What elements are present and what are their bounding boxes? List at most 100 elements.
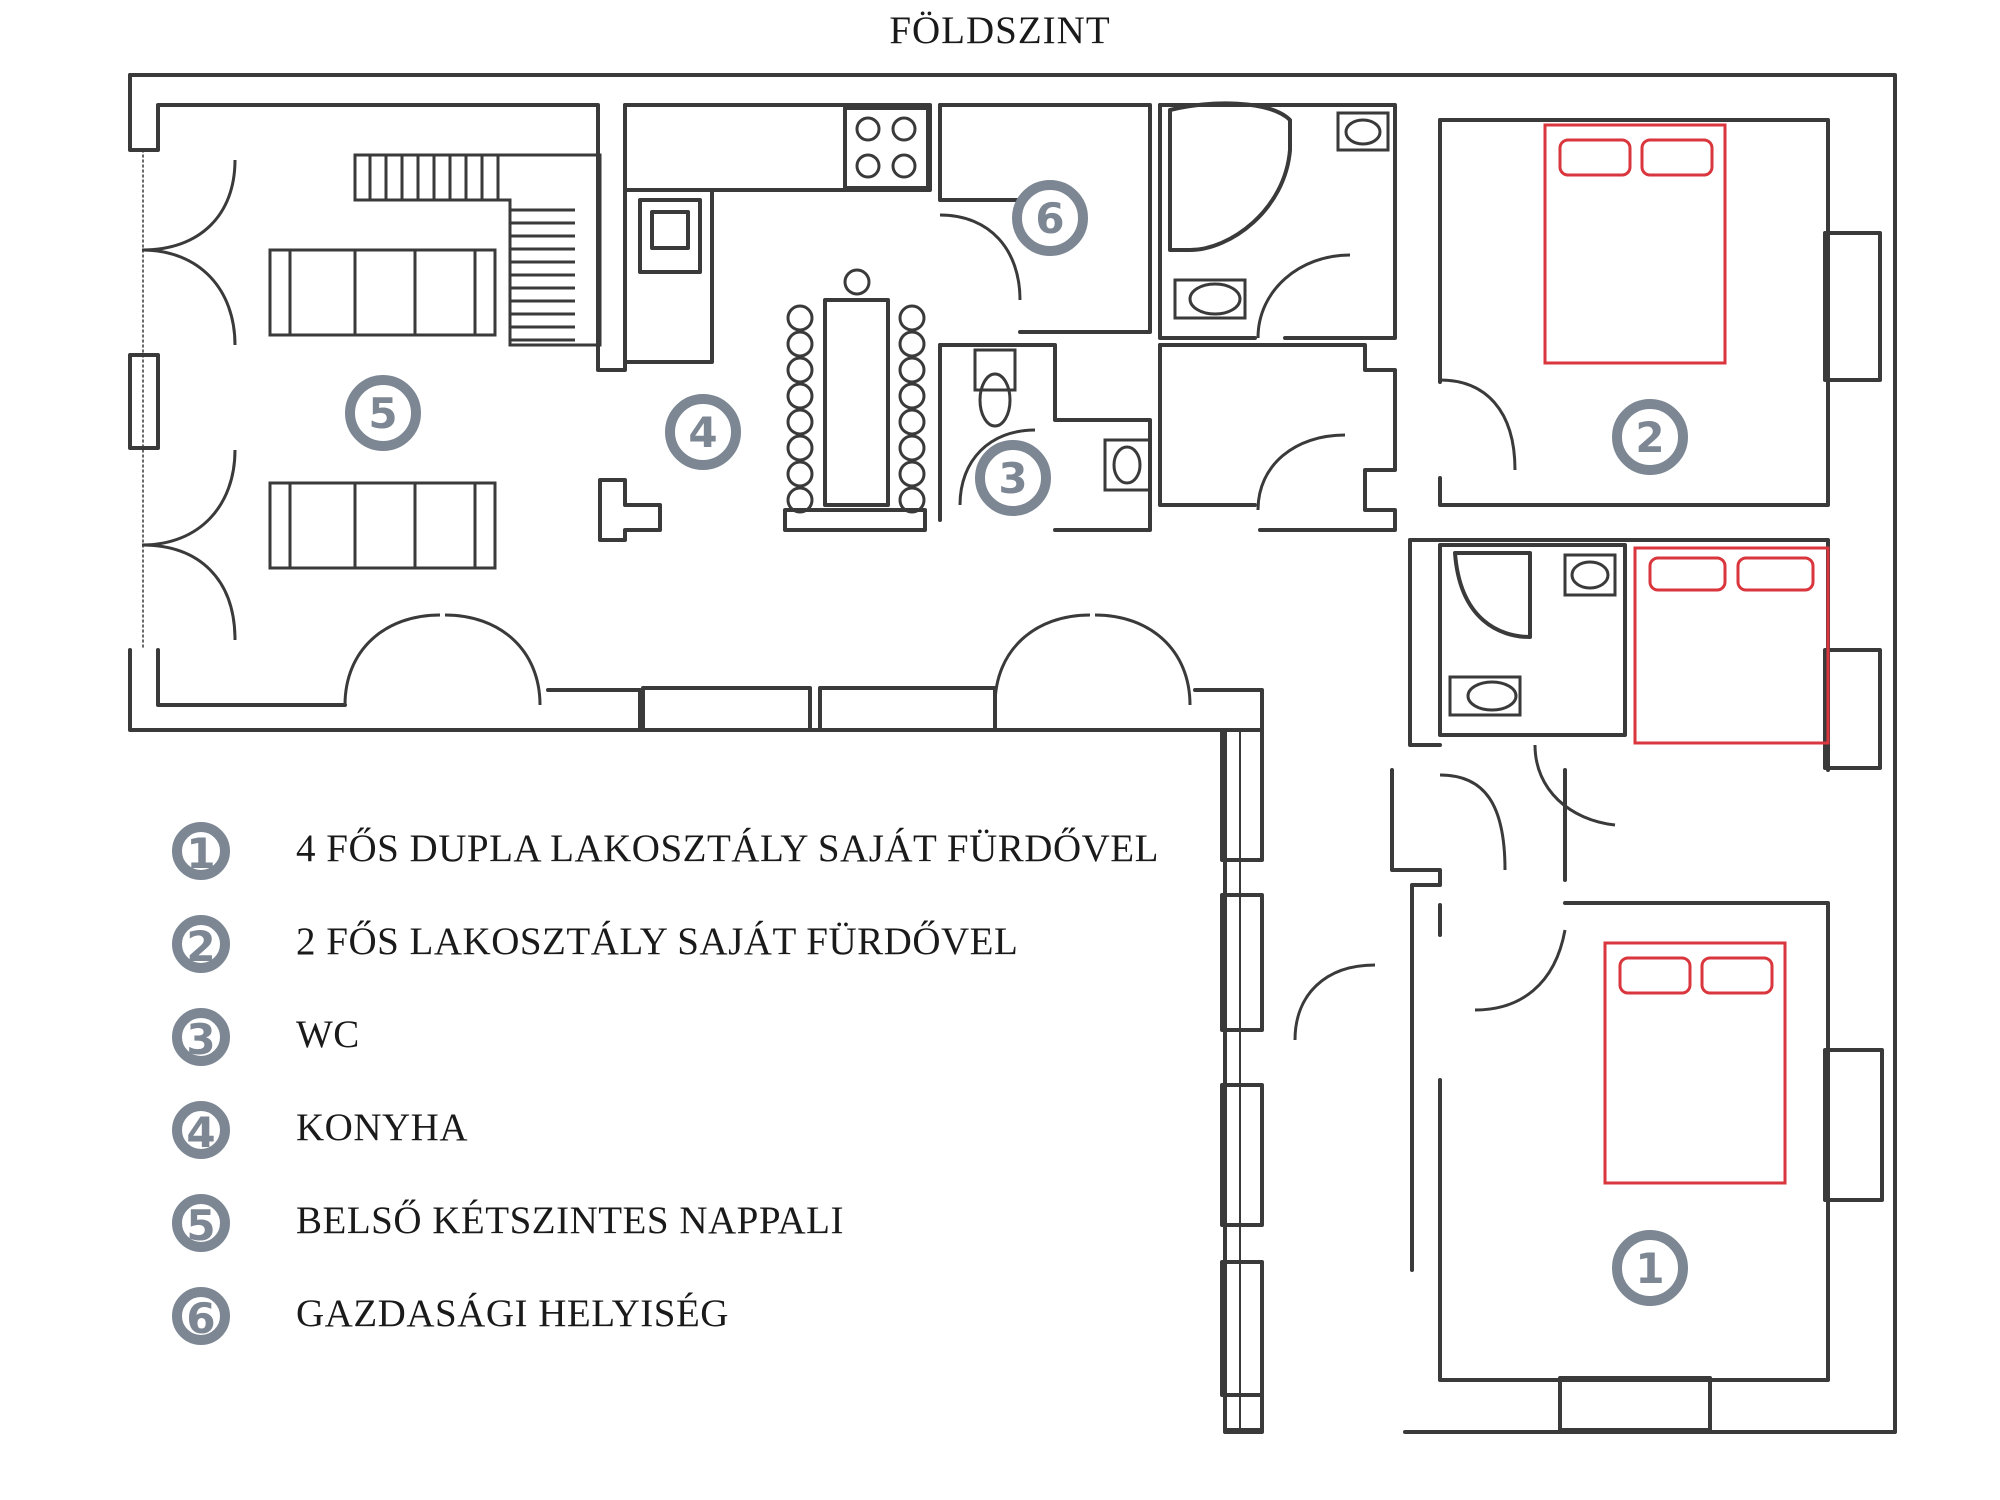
door-hallway-mid [1256,433,1346,511]
room-6-marker: 6 [1012,180,1088,256]
toilet-wc-bowl [978,372,1012,428]
basin-bath-mid-bowl [1570,560,1610,590]
legend-badge: 1 [172,822,230,880]
door-corridor [1293,963,1376,1041]
legend-number: 6 [186,1294,216,1343]
corridor-east-wall [1390,768,1442,1272]
legend-number: 4 [186,1108,216,1157]
basin-wc-bowl [1112,445,1142,485]
south-window-1 [546,688,642,732]
bedroom-2-window [1823,231,1882,382]
bed-room-3-pillow-left [1648,556,1727,592]
legend-number: 3 [186,1015,216,1064]
kitchen-counter [623,103,932,192]
legend-label: 4 FŐS DUPLA LAKOSZTÁLY SAJÁT FÜRDŐVEL [296,827,1159,870]
legend-badge: 5 [172,1194,230,1252]
bedroom-3-window [1823,648,1882,770]
bedroom-1-window-south [1558,1376,1712,1432]
corridor-end [1223,1393,1264,1434]
kitchen-island [598,478,662,542]
door-south-2 [444,613,542,706]
room-marker-number: 2 [1635,413,1664,462]
corridor-window-3 [1220,1083,1264,1227]
corridor-window-1 [1220,728,1264,862]
bedroom-2-wall [1438,118,1830,507]
corridor-window-4 [1220,1260,1264,1397]
wall-west-window [128,353,160,450]
legend-number: 5 [186,1201,216,1250]
bed-room-1-pillow-right [1700,956,1774,995]
dining-chair [898,486,926,514]
legend-item: 5 BELSŐ KÉTSZINTES NAPPALI [170,1190,1170,1283]
room-marker-number: 1 [1635,1244,1664,1293]
dining-chair [843,268,871,296]
utility-room-west [938,103,1022,202]
page-title: FÖLDSZINT [889,9,1111,52]
toilet-bath-mid [1448,675,1522,717]
legend-label: GAZDASÁGI HELYISÉG [296,1292,729,1335]
sofa-top [268,248,497,337]
dining-chair [786,330,814,358]
bed-room-2-pillow-left [1558,138,1632,177]
bathroom-top [1158,103,1397,340]
room-3-marker: 3 [975,440,1051,516]
room-1-marker: 1 [1612,1230,1688,1306]
legend-badge: 6 [172,1287,230,1345]
legend-badge: 3 [172,1008,230,1066]
bed-room-1-pillow-left [1618,956,1692,995]
room-4-marker: 4 [665,394,741,470]
legend-badge: 4 [172,1101,230,1159]
door-bedroom-3 [1439,773,1507,871]
dining-chair [898,382,926,410]
kitchen-sink [638,198,702,274]
toilet-wc [973,348,1017,392]
dining-chair [786,486,814,514]
door-bathroom-mid [1533,744,1616,827]
corridor-east-room [1438,901,1830,1382]
basin-bath-top-bowl [1344,118,1382,146]
room-5-marker: 5 [345,375,421,451]
legend-label: KONYHA [296,1106,468,1149]
legend: 1 4 FŐS DUPLA LAKOSZTÁLY SAJÁT FÜRDŐVEL 2 2… [170,818,1170,1376]
bed-room-2-pillow-right [1640,138,1714,177]
legend-item: 1 4 FŐS DUPLA LAKOSZTÁLY SAJÁT FÜRDŐVEL [170,818,1170,911]
room-marker-number: 4 [688,408,717,457]
dining-chair [898,356,926,384]
door-west-3 [141,543,237,641]
dining-chair [786,460,814,488]
bed-room-3-pillow-right [1736,556,1815,592]
door-west-1 [141,248,237,346]
hallway-mid-west [1158,343,1257,507]
room-marker-number: 5 [368,389,397,438]
legend-label: 2 FŐS LAKOSZTÁLY SAJÁT FÜRDŐVEL [296,920,1019,963]
south-window-2 [641,686,812,732]
toilet-bath-top [1173,278,1247,320]
door-utility [939,213,1022,301]
stairs-outline [353,153,602,347]
kitchen-bar [783,508,927,532]
legend-number: 2 [186,922,216,971]
room-marker-number: 3 [998,454,1027,503]
bedroom-3-west [1408,538,1442,747]
corridor-window-2 [1220,893,1264,1032]
room-marker-number: 6 [1035,194,1064,243]
door-south-4 [1094,613,1192,706]
kitchen-sink-inner [650,210,690,250]
basin-wc [1103,438,1152,492]
door-west-2 [141,159,237,252]
dining-chair [786,408,814,436]
bed-room-3 [1633,546,1830,745]
dining-chair [786,434,814,462]
dining-chair [898,304,926,332]
bathroom-mid [1438,543,1627,737]
legend-label: BELSŐ KÉTSZINTES NAPPALI [296,1199,844,1242]
outer-wall-south-left [156,648,347,707]
dining-chair [786,356,814,384]
legend-item: 6 GAZDASÁGI HELYISÉG [170,1283,1170,1376]
door-bedroom-1 [1474,929,1567,1012]
south-window-3 [818,686,997,732]
dining-chair [786,304,814,332]
door-south-1 [343,613,441,706]
